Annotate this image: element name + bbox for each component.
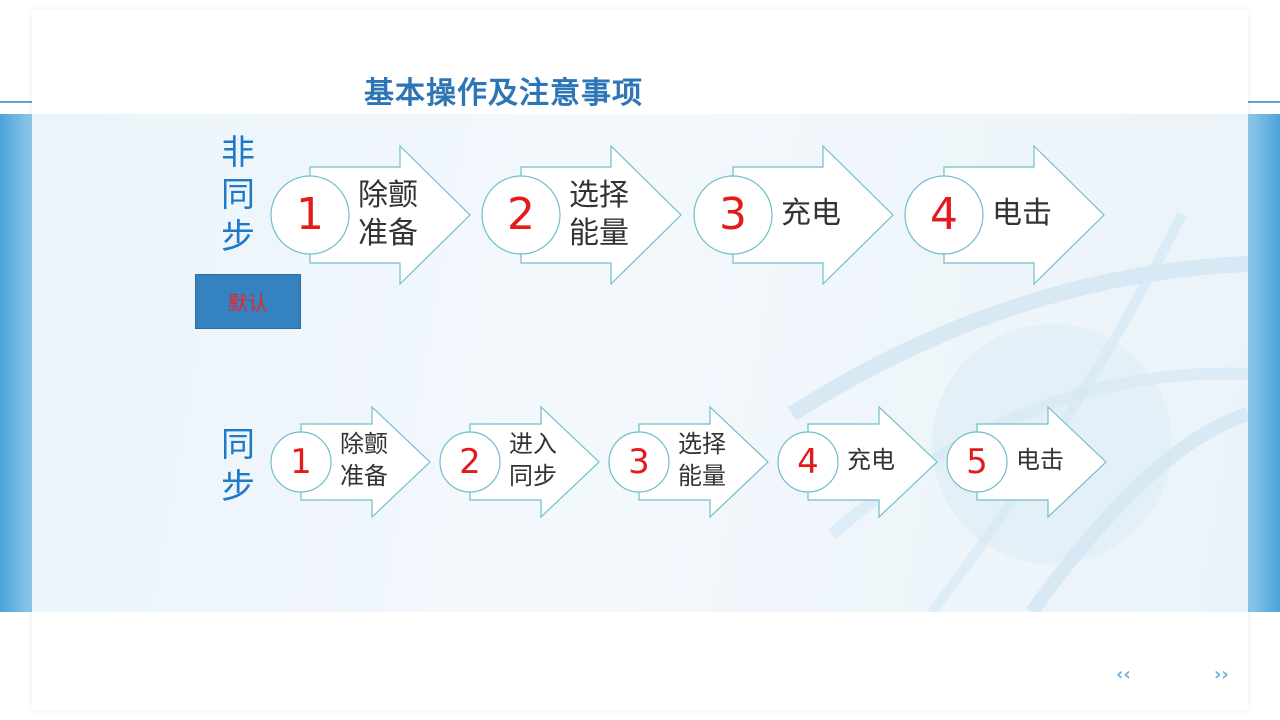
step-text-line: 除颤 <box>340 430 388 458</box>
step-number: 3 <box>719 189 747 240</box>
non-sync-label-char: 非 <box>221 133 255 173</box>
step-text: 充电 <box>781 195 841 233</box>
step-text: 进入 同步 <box>509 428 557 492</box>
non-sync-label-char: 步 <box>221 217 255 257</box>
default-button-label: 默认 <box>228 291 268 315</box>
chevron-right-icon: ›› <box>1214 664 1229 685</box>
step-text-line: 准备 <box>358 216 418 251</box>
non-sync-label-char: 同 <box>221 175 255 215</box>
step-text-line: 选择 <box>569 178 629 213</box>
step-text-line: 除颤 <box>358 178 418 213</box>
step-text: 充电 <box>847 444 895 476</box>
step-text-line: 选择 <box>678 430 726 458</box>
sync-label-char: 同 <box>221 425 255 465</box>
step-text-line: 充电 <box>781 196 841 231</box>
step-text-line: 能量 <box>678 462 726 490</box>
left-decor-band <box>0 114 32 612</box>
next-slide-button[interactable]: ›› <box>1214 664 1229 685</box>
step-text: 选择 能量 <box>569 177 629 253</box>
prev-slide-button[interactable]: ‹‹ <box>1116 664 1131 685</box>
arrow-shape <box>904 144 1105 286</box>
page-title: 基本操作及注意事项 <box>364 76 643 111</box>
chevron-left-icon: ‹‹ <box>1116 664 1131 685</box>
step-text: 电击 <box>1016 444 1064 476</box>
step-text: 除颤 准备 <box>340 428 388 492</box>
step-text-line: 能量 <box>569 216 629 251</box>
step-text: 除颤 准备 <box>358 177 418 253</box>
step-number: 3 <box>628 442 650 482</box>
default-button[interactable]: 默认 <box>195 274 301 329</box>
step-text-line: 电击 <box>992 196 1052 231</box>
sync-label-char: 步 <box>221 467 255 507</box>
arrow-shape <box>608 405 769 519</box>
step-number: 5 <box>966 442 988 482</box>
step-number: 2 <box>507 189 535 240</box>
sync-label: 同 步 <box>218 424 258 508</box>
arrow-shape <box>481 144 682 286</box>
step-text-line: 电击 <box>1016 446 1064 474</box>
step-number: 1 <box>290 442 312 482</box>
step-number: 4 <box>797 442 819 482</box>
non-sync-label: 非 同 步 <box>218 132 258 258</box>
arrow-shape <box>777 405 938 519</box>
arrow-shape <box>270 405 431 519</box>
arrow-shape <box>270 144 471 286</box>
step-number: 1 <box>296 189 324 240</box>
step-text-line: 充电 <box>847 446 895 474</box>
step-text-line: 准备 <box>340 462 388 490</box>
right-decor-band <box>1248 114 1280 612</box>
step-text: 电击 <box>992 195 1052 233</box>
step-text-line: 进入 <box>509 430 557 458</box>
step-number: 4 <box>930 189 958 240</box>
arrow-shape <box>946 405 1107 519</box>
step-number: 2 <box>459 442 481 482</box>
arrow-shape <box>693 144 894 286</box>
step-text-line: 同步 <box>509 462 557 490</box>
step-text: 选择 能量 <box>678 428 726 492</box>
arrow-shape <box>439 405 600 519</box>
